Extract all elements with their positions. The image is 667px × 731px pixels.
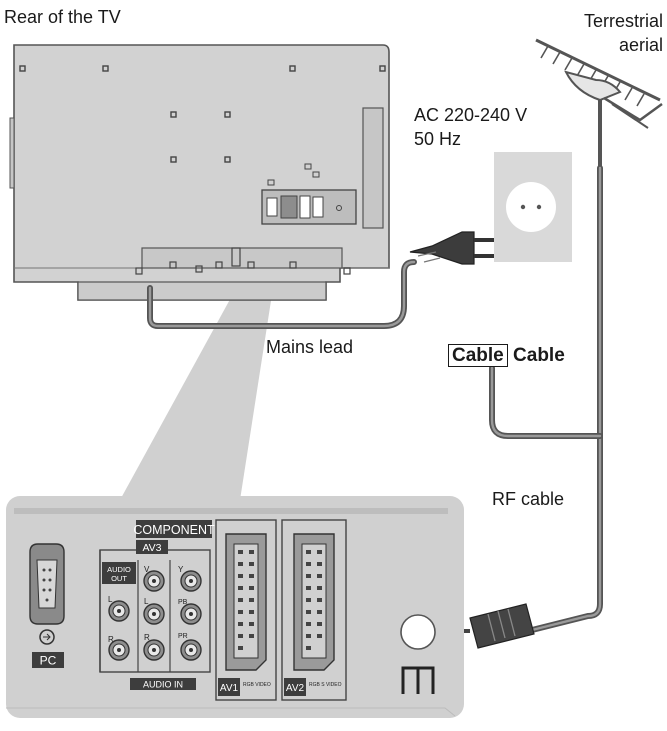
audio-out-line1: AUDIO [107,565,131,574]
jack-label-v: V [144,565,150,574]
wall-socket-icon [494,152,572,262]
rear-of-tv-label: Rear of the TV [4,7,121,27]
connection-panel: PC COMPONENT AV3 AUDIO OUT L R V L R Y P… [6,496,464,718]
jack-label-r2: R [144,633,150,642]
av1-label: AV1 [220,683,239,694]
pc-label: PC [40,654,57,668]
aerial-label-line2: aerial [618,35,663,55]
av3-label: AV3 [142,542,161,554]
av2-label: AV2 [286,683,305,694]
audio-out-line2: OUT [111,574,127,583]
rca-jacks [108,570,202,661]
tv-rear [9,44,390,301]
jack-label-l2: L [144,597,149,606]
cable-branch [489,365,603,439]
jack-label-l1: L [108,595,113,604]
cable-box-label: Cable Cable [448,344,565,368]
jack-label-y: Y [178,565,184,574]
av2-scart: AV2 RGB S VIDEO [281,519,347,701]
mains-lead-label: Mains lead [266,337,354,357]
jack-label-r1: R [108,635,114,644]
component-label: COMPONENT [133,523,215,537]
aerial-icon [535,38,663,170]
av1-scart: AV1 RGB VIDEO [215,519,277,701]
mains-plug-icon [409,231,494,265]
av2-small-label: RGB S VIDEO [309,682,342,688]
aerial-label-line1: Terrestrial [583,11,663,31]
rf-plug-icon [438,603,535,649]
pc-port: PC [29,543,65,668]
rf-socket-icon [400,614,436,650]
audio-in-label: AUDIO IN [143,680,183,690]
cable-boxed-text: Cable [448,344,508,367]
jack-label-pb: PB [178,599,188,606]
cable-plain-text: Cable [513,345,565,366]
av1-small-label: RGB VIDEO [243,682,271,688]
rf-cable-label: RF cable [492,489,565,509]
jack-label-pr: PR [178,633,188,640]
component-av3-block: COMPONENT AV3 AUDIO OUT L R V L R Y PB P… [99,520,215,690]
aerial-symbol-icon [401,666,435,694]
mount-holes [19,65,386,163]
ac-frequency-label: 50 Hz [414,129,462,149]
ac-voltage-label: AC 220-240 V [414,105,528,125]
